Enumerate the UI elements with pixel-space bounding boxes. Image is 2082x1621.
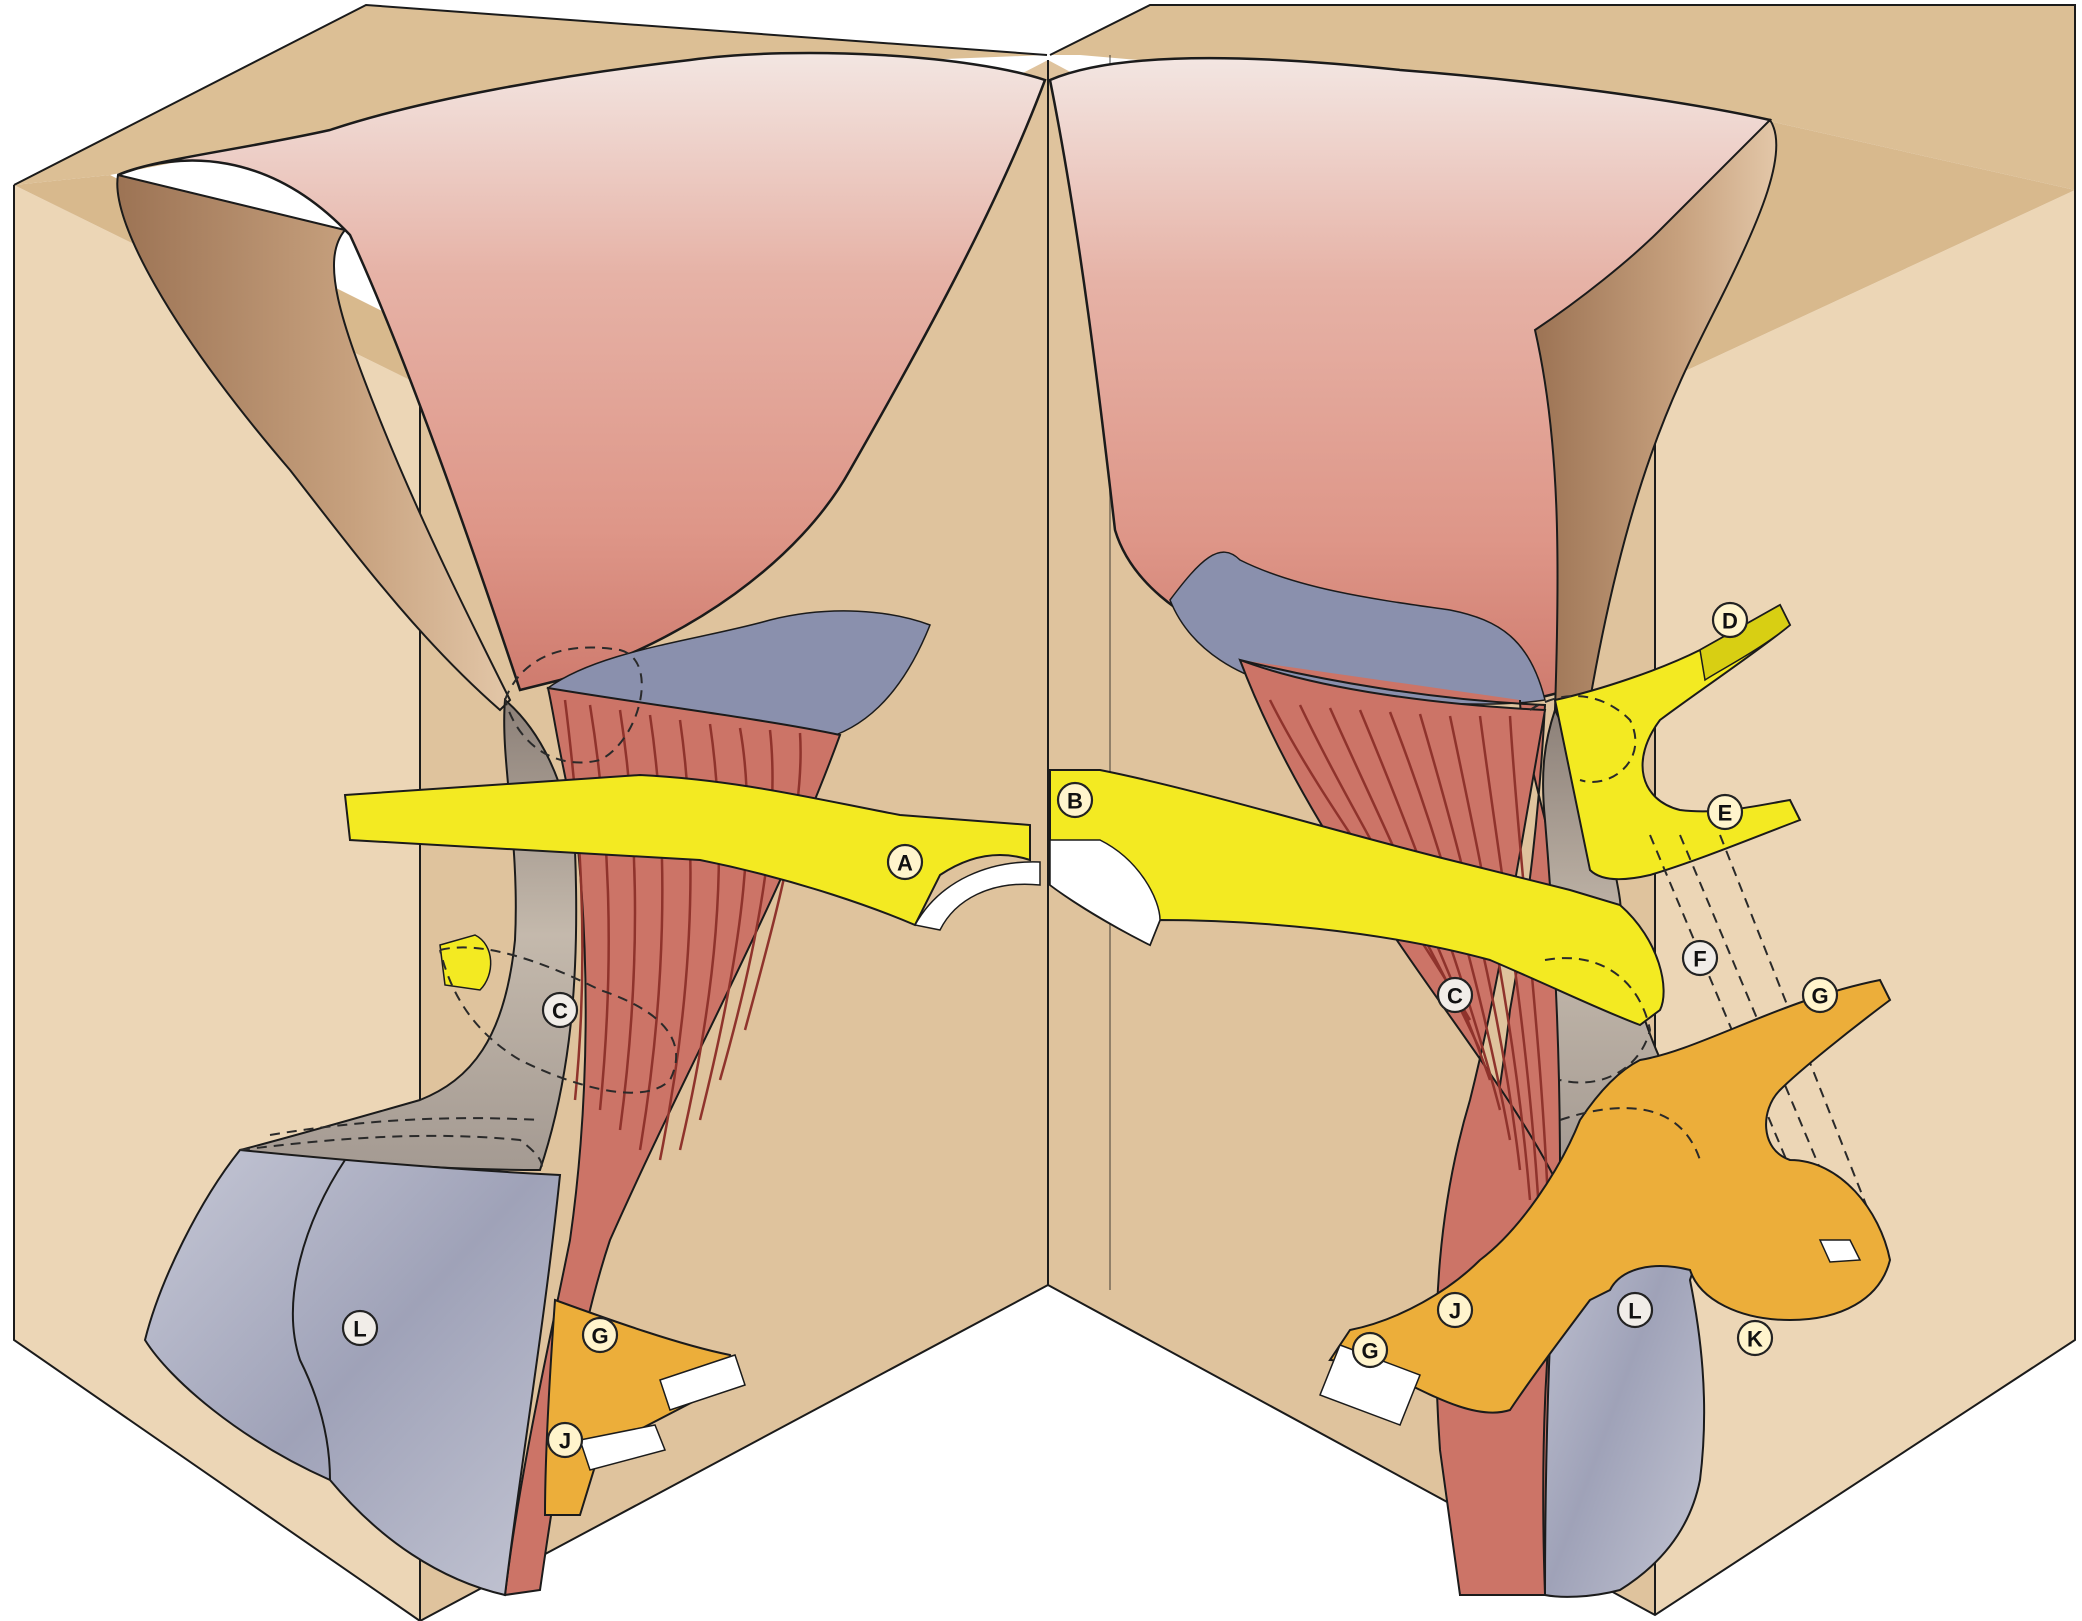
label-C-right: C xyxy=(1438,978,1472,1012)
svg-text:C: C xyxy=(1447,984,1463,1009)
label-J-left: J xyxy=(548,1423,582,1457)
svg-text:F: F xyxy=(1693,947,1706,972)
svg-text:B: B xyxy=(1067,789,1083,814)
left-yellow-stub xyxy=(440,935,491,990)
label-F: F xyxy=(1683,941,1717,975)
label-K: K xyxy=(1738,1321,1772,1355)
label-G-right-lower: G xyxy=(1353,1333,1387,1367)
svg-text:L: L xyxy=(353,1317,366,1342)
label-D: D xyxy=(1713,603,1747,637)
label-J-right: J xyxy=(1438,1293,1472,1327)
svg-text:L: L xyxy=(1628,1299,1641,1324)
svg-text:E: E xyxy=(1718,801,1733,826)
svg-text:G: G xyxy=(1361,1339,1378,1364)
svg-text:D: D xyxy=(1722,609,1738,634)
label-E: E xyxy=(1708,795,1742,829)
label-L-left: L xyxy=(343,1311,377,1345)
svg-text:J: J xyxy=(559,1429,571,1454)
right-block-outer-face xyxy=(1655,190,2075,1615)
svg-text:A: A xyxy=(897,851,913,876)
label-C-left: C xyxy=(543,993,577,1027)
svg-text:K: K xyxy=(1747,1327,1763,1352)
label-G-right-upper: G xyxy=(1803,978,1837,1012)
label-L-right: L xyxy=(1618,1293,1652,1327)
label-G-left: G xyxy=(583,1318,617,1352)
svg-text:G: G xyxy=(1811,984,1828,1009)
svg-text:J: J xyxy=(1449,1299,1461,1324)
svg-text:C: C xyxy=(552,999,568,1024)
label-B: B xyxy=(1058,783,1092,817)
svg-text:G: G xyxy=(591,1324,608,1349)
label-A: A xyxy=(888,845,922,879)
